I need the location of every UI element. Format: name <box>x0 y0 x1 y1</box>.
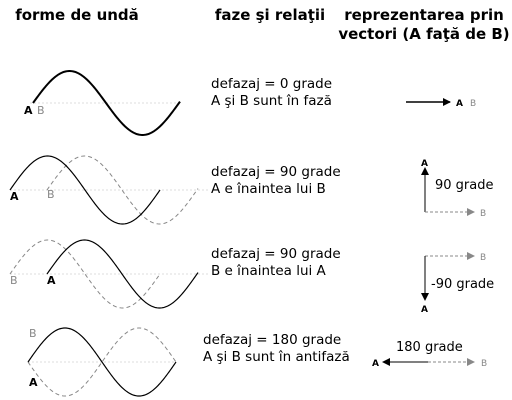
row-3-vector-label-a: A <box>421 305 428 315</box>
row-2-line1: defazaj = 90 grade <box>211 164 341 180</box>
row-4-wave-a <box>27 327 177 397</box>
row-4-wave-label-b: B <box>29 327 37 340</box>
row-4-description: defazaj = 180 grade A şi B sunt în antif… <box>203 332 350 366</box>
header-vectors: reprezentarea prin vectori (A faţă de B) <box>336 6 512 44</box>
row-2-vector-label-b: B <box>480 209 486 219</box>
row-4-line1: defazaj = 180 grade <box>203 332 342 348</box>
row-4-angle-label: 180 grade <box>396 340 463 355</box>
row-1-line1: defazaj = 0 grade <box>211 76 333 92</box>
row-3-wave-label-a: A <box>47 274 56 287</box>
row-3-wave-a <box>46 239 199 309</box>
row-4-wave-b <box>27 327 177 397</box>
row-1-vector-label-b: B <box>470 99 476 109</box>
row-1-wave-label-a: A <box>24 104 33 117</box>
row-2-wave-b <box>46 155 199 225</box>
row-1-wave-label-b: B <box>37 104 45 117</box>
row-4-line2: A şi B sunt în antifază <box>203 349 350 365</box>
row-3-wave-label-b: B <box>10 274 18 287</box>
header-waveforms: forme de undă <box>15 6 139 24</box>
row-1-description: defazaj = 0 grade A şi B sunt în fază <box>211 76 332 110</box>
row-1-vector-label-a: A <box>456 99 463 109</box>
row-1-line2: A şi B sunt în fază <box>211 93 332 109</box>
row-2-wave-label-b: B <box>47 188 55 201</box>
row-3-description: defazaj = 90 grade B e înaintea lui A <box>211 246 341 280</box>
row-2-description: defazaj = 90 grade A e înaintea lui B <box>211 164 341 198</box>
row-3-line1: defazaj = 90 grade <box>211 246 341 262</box>
row-3-wave-b <box>9 239 161 309</box>
header-vectors-line1: reprezentarea prin <box>344 6 504 24</box>
row-4-vector-label-a: A <box>372 359 379 369</box>
row-3-vector-label-b: B <box>480 253 486 263</box>
row-2-angle-label: 90 grade <box>435 178 494 193</box>
header-vectors-line2: vectori (A faţă de B) <box>338 25 510 43</box>
header-phases: faze şi relaţii <box>214 6 326 24</box>
row-3-line2: B e înaintea lui A <box>211 263 326 279</box>
row-2-vector-label-a: A <box>421 159 428 169</box>
row-1-wave-a <box>32 70 181 136</box>
row-3-angle-label: -90 grade <box>431 277 494 292</box>
row-4-vector-label-b: B <box>481 359 487 369</box>
row-4-wave-label-a: A <box>29 376 38 389</box>
row-2-line2: A e înaintea lui B <box>211 181 326 197</box>
row-2-wave-a <box>9 155 161 225</box>
row-2-wave-label-a: A <box>10 190 19 203</box>
